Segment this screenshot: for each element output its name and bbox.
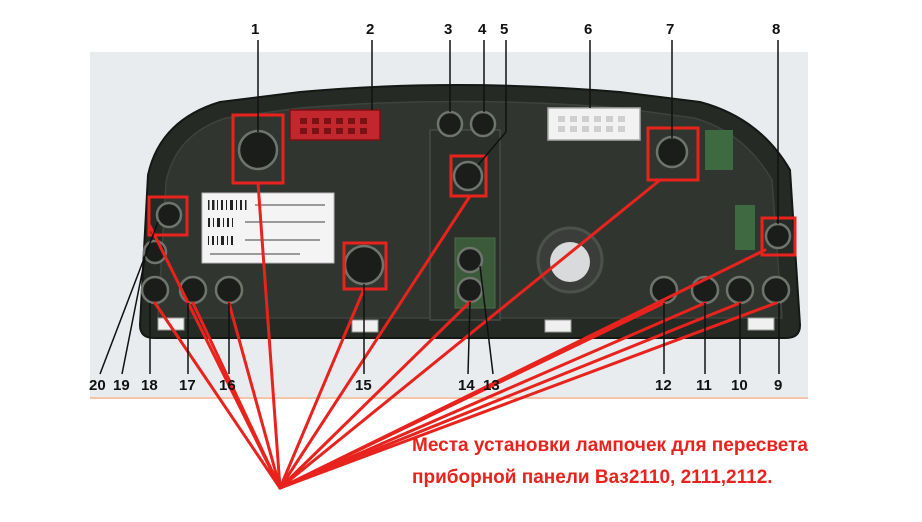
right-circuit-plate	[705, 130, 733, 170]
leader-13	[479, 265, 494, 375]
caption: Места установки лампочек для пересвета п…	[412, 430, 912, 494]
pointer-line-1	[256, 181, 282, 490]
pointer-line-11	[278, 301, 707, 490]
barcode-stripes	[208, 200, 247, 245]
socket-4	[469, 110, 497, 138]
leader-20	[99, 221, 159, 375]
socket-8	[764, 222, 792, 250]
pointer-line-16	[227, 301, 282, 490]
label-12: 12	[655, 377, 672, 394]
socket-13	[456, 246, 484, 274]
socket-15	[343, 244, 385, 286]
caption-line-2: приборной панели Ваз2110, 2111,2112.	[412, 467, 773, 488]
pointer-line-5	[278, 194, 472, 490]
label-6: 6	[584, 21, 593, 38]
pointer-line-12	[278, 301, 666, 490]
label-20: 20	[89, 377, 106, 394]
label-1: 1	[251, 21, 260, 38]
socket-16	[214, 275, 244, 305]
caption-line-1: Места установки лампочек для пересвета	[412, 435, 808, 456]
leader-19	[121, 257, 146, 375]
label-9: 9	[774, 377, 783, 394]
socket-10	[725, 275, 755, 305]
socket-5	[452, 160, 484, 192]
label-11: 11	[696, 377, 712, 394]
right-circuit-strip	[735, 205, 755, 250]
label-16: 16	[219, 377, 236, 394]
label-2: 2	[366, 21, 375, 38]
label-3: 3	[444, 21, 453, 38]
pointer-line-9	[278, 301, 778, 490]
pointer-line-20	[148, 224, 282, 490]
socket-14	[456, 276, 484, 304]
label-text-lines	[210, 204, 325, 255]
pointer-line-15	[278, 287, 366, 490]
label-13: 13	[483, 377, 500, 394]
white-connector-pins	[558, 116, 625, 132]
label-19: 19	[113, 377, 130, 394]
highlight-box-7	[646, 126, 700, 182]
label-14: 14	[458, 377, 475, 394]
socket-3	[436, 110, 464, 138]
leader-lines	[99, 40, 780, 375]
label-4: 4	[478, 21, 487, 38]
label-8: 8	[772, 21, 781, 38]
socket-7	[655, 135, 689, 169]
label-10: 10	[731, 377, 748, 394]
label-7: 7	[666, 21, 675, 38]
label-15: 15	[355, 377, 372, 394]
label-17: 17	[179, 377, 196, 394]
gauge-hole-opening	[550, 242, 590, 282]
pointer-line-14	[278, 300, 472, 490]
socket-9	[761, 275, 791, 305]
leader-14	[467, 301, 471, 375]
pointer-line-7	[278, 178, 662, 490]
red-connector	[289, 109, 381, 141]
pointer-line-18	[153, 301, 282, 490]
socket-20	[155, 201, 183, 229]
pointer-lines	[148, 178, 778, 490]
leader-5b	[477, 131, 507, 166]
red-connector-pins	[300, 118, 367, 134]
socket-1	[237, 129, 279, 171]
highlight-box-20	[147, 195, 189, 237]
label-18: 18	[141, 377, 158, 394]
label-5: 5	[500, 21, 509, 38]
socket-17	[178, 275, 208, 305]
white-connector	[547, 107, 641, 141]
bottom-clips	[157, 317, 775, 333]
socket-18	[140, 275, 170, 305]
